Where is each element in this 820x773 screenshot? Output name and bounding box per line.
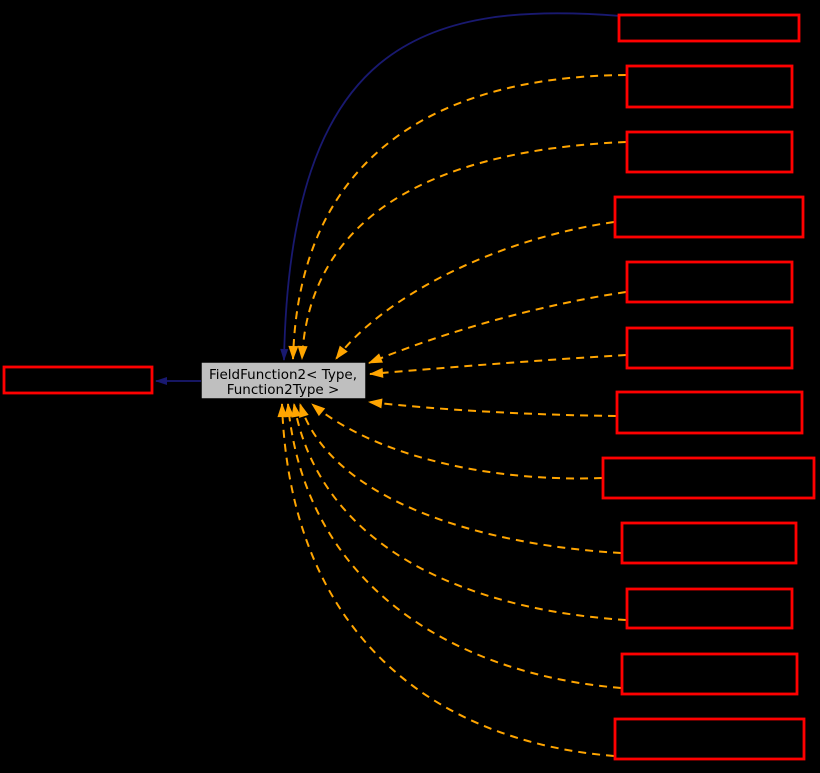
inheritance-edge-top — [280, 12, 622, 361]
related-node-9[interactable] — [620, 521, 798, 565]
template-edge-10 — [291, 403, 627, 621]
related-node-11[interactable] — [620, 652, 799, 696]
related-node-1[interactable] — [617, 13, 801, 43]
related-node-7[interactable] — [615, 390, 804, 435]
related-node-6[interactable] — [625, 326, 794, 370]
related-node-10[interactable] — [625, 587, 794, 630]
template-edge-6 — [369, 354, 627, 378]
template-edge-11 — [284, 403, 622, 689]
template-edge-7 — [368, 398, 617, 417]
template-edge-5 — [368, 291, 627, 364]
template-edge-2 — [288, 74, 627, 360]
related-node-3[interactable] — [625, 130, 794, 174]
related-node-5[interactable] — [625, 260, 794, 304]
base-node[interactable] — [2, 365, 154, 395]
related-node-4[interactable] — [613, 195, 805, 239]
template-edge-8 — [311, 403, 603, 480]
related-node-2[interactable] — [625, 64, 794, 109]
related-node-12[interactable] — [613, 717, 806, 761]
template-edge-4 — [335, 221, 615, 360]
template-edge-3 — [297, 141, 627, 360]
template-edge-12 — [277, 403, 615, 757]
center-node-label-line1: FieldFunction2< Type, — [209, 367, 357, 383]
template-edge-9 — [299, 403, 622, 554]
related-node-8[interactable] — [601, 456, 816, 500]
center-node-label-line2: Function2Type > — [227, 382, 340, 398]
